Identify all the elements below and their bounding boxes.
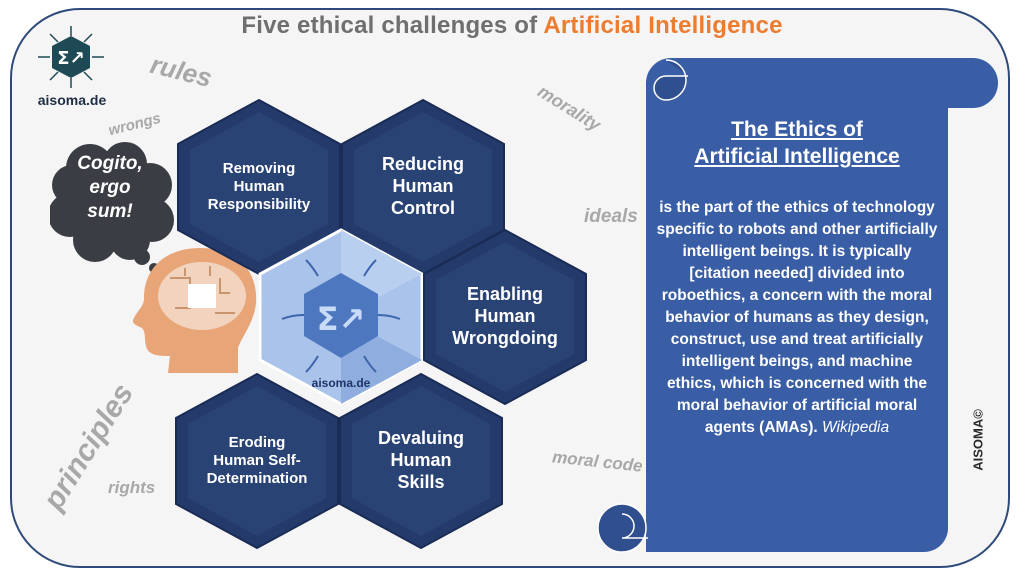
title-prefix: Five ethical challenges of xyxy=(241,12,544,39)
svg-text:Σ↗: Σ↗ xyxy=(57,48,84,69)
scroll-content: The Ethics of Artificial Intelligence is… xyxy=(656,112,938,439)
scroll-body-text: is the part of the ethics of technology … xyxy=(656,198,938,436)
thought-text: Cogito, ergo sum! xyxy=(50,152,170,223)
title-accent: Artificial Intelligence xyxy=(543,12,783,39)
page-title: Five ethical challenges of Artificial In… xyxy=(0,12,1024,40)
hex-center-logo: Σ↗ aisoma.de xyxy=(258,228,424,406)
human-head-brain-icon xyxy=(130,248,260,373)
scroll-top-roll xyxy=(646,58,998,108)
thought-line-1: Cogito, xyxy=(77,153,143,174)
source-wikipedia: Wikipedia xyxy=(822,418,890,436)
copyright-label: AISOMA© xyxy=(970,409,986,471)
thought-bubble xyxy=(48,140,174,273)
word-ideals: ideals xyxy=(584,206,638,227)
scroll-curl-bottom-icon xyxy=(597,503,648,553)
svg-text:Σ↗: Σ↗ xyxy=(317,300,366,338)
thought-line-3: sum! xyxy=(87,200,133,222)
logo-text: aisoma.de xyxy=(37,92,107,108)
center-logo-text: aisoma.de xyxy=(311,376,371,390)
scroll-curl-top-icon xyxy=(653,59,688,101)
sigma-hexagon-logo-icon: Σ↗ xyxy=(36,24,106,90)
scroll-body xyxy=(646,100,948,552)
word-rights: rights xyxy=(108,478,156,497)
scroll-heading: The Ethics of Artificial Intelligence xyxy=(694,118,900,169)
thought-line-2: ergo xyxy=(89,176,131,198)
